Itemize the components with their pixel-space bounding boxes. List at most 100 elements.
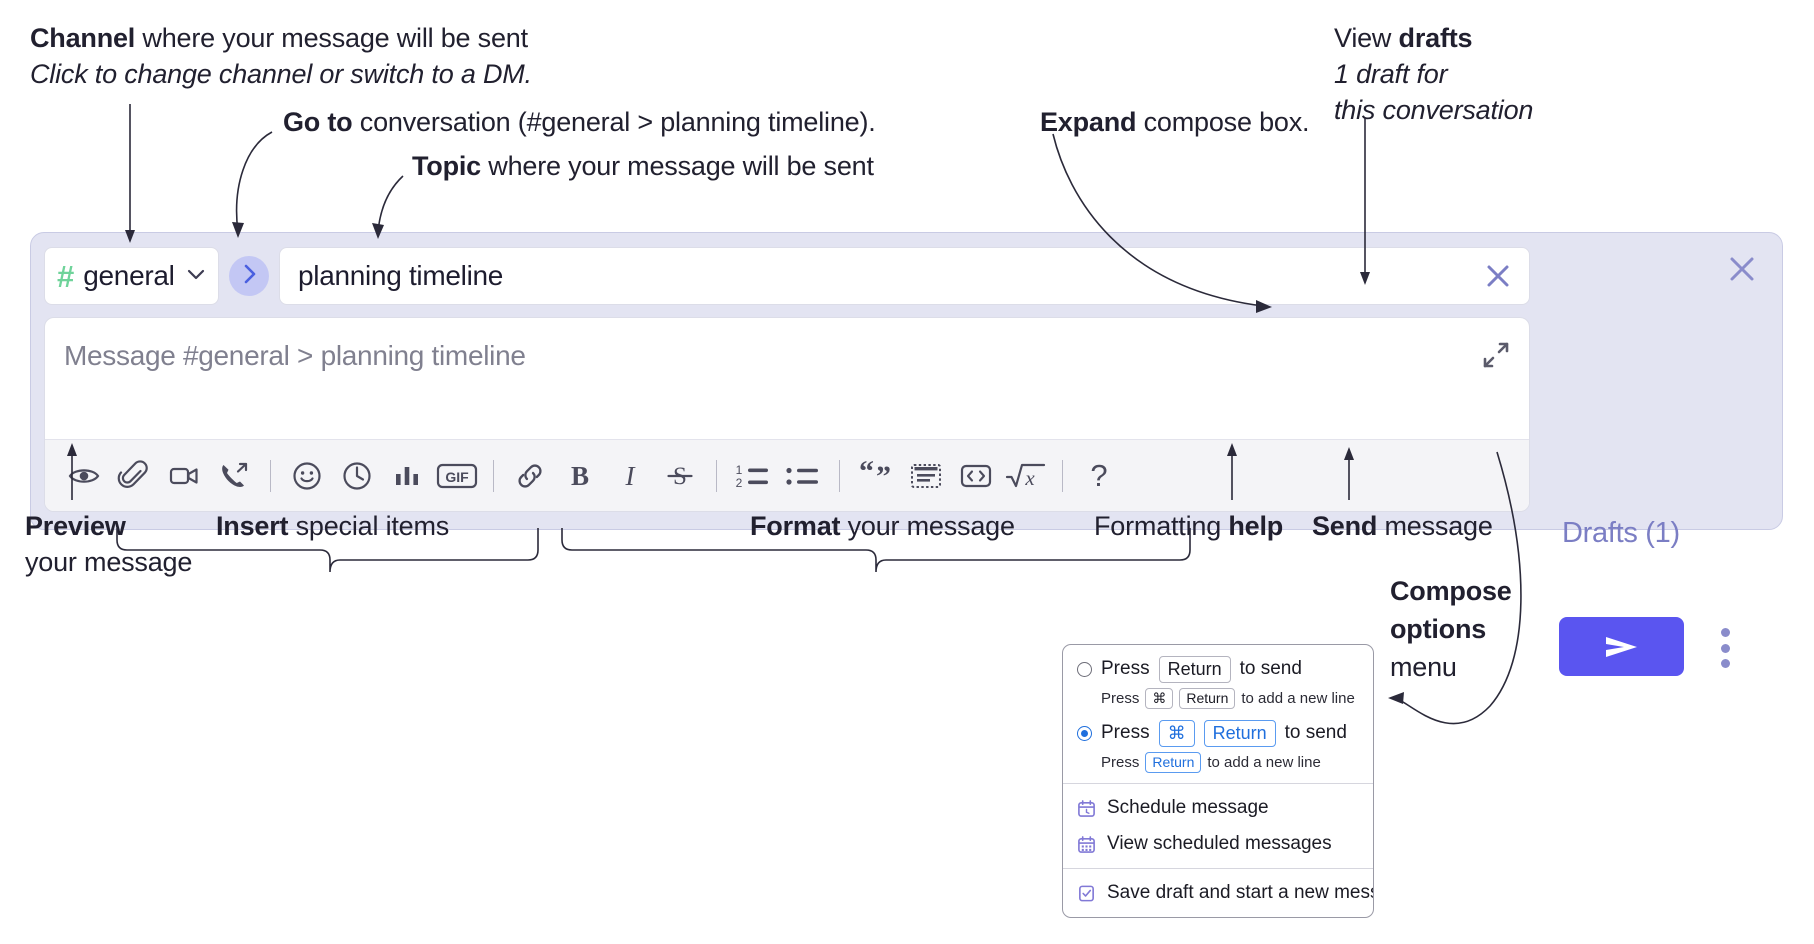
- menu-divider: [1063, 868, 1373, 869]
- send-paper-plane-icon: [1605, 636, 1637, 657]
- code-button[interactable]: [951, 451, 1001, 501]
- radio-option-1-hint: Press Return to add a new line: [1063, 749, 1373, 777]
- annotation-channel-rest: where your message will be sent: [135, 23, 528, 53]
- close-compose-button[interactable]: [1724, 251, 1760, 287]
- link-icon: [518, 463, 542, 488]
- menu-item-view-scheduled-messages[interactable]: View scheduled messages: [1063, 826, 1373, 862]
- annotation-goto-rest: conversation (#general > planning timeli…: [352, 107, 876, 137]
- code-block-button[interactable]: [901, 451, 951, 501]
- code-brackets-icon: [960, 464, 992, 487]
- annotation-preview-line2: your message: [25, 547, 193, 577]
- poll-button[interactable]: [382, 451, 432, 501]
- formatting-help-button[interactable]: ?: [1074, 451, 1124, 501]
- question-mark-icon: ?: [1090, 458, 1108, 493]
- schedule-section: Schedule message View scheduled messages: [1063, 784, 1373, 868]
- blockquote-button[interactable]: “ ”: [851, 451, 901, 501]
- leader-goto: [235, 131, 273, 233]
- press-label: Press: [1101, 753, 1140, 771]
- annotation-topic-bold: Topic: [412, 151, 481, 181]
- drafts-link[interactable]: Drafts (1): [1562, 517, 1680, 549]
- annotation-drafts-bold: drafts: [1398, 23, 1473, 53]
- ordered-list-button[interactable]: 1 2: [728, 451, 778, 501]
- radio-option-return-to-send[interactable]: Press Return to send: [1063, 654, 1373, 685]
- key-badge-return: Return: [1203, 720, 1276, 747]
- record-video-clip-button[interactable]: [159, 451, 209, 501]
- radio-button[interactable]: [1077, 725, 1092, 741]
- send-button[interactable]: [1559, 617, 1684, 676]
- italic-icon: I: [625, 461, 637, 491]
- compose-panel: Drafts (1) # general pla: [30, 232, 1783, 676]
- gif-icon: GIF: [436, 463, 478, 488]
- bold-button[interactable]: B: [555, 451, 605, 501]
- annotation-channel: Channel where your message will be sent …: [30, 20, 532, 92]
- kebab-dot: [1720, 659, 1730, 668]
- radio-option-cmd-return-to-send[interactable]: Press ⌘ Return to send: [1063, 718, 1373, 749]
- key-badge-command: ⌘: [1145, 687, 1174, 709]
- annotation-help: Formatting help: [1094, 508, 1283, 544]
- menu-item-label: Save draft and start a new message: [1107, 882, 1373, 903]
- annotation-channel-bold: Channel: [30, 23, 136, 53]
- svg-text:“: “: [859, 459, 874, 488]
- annotation-drafts-italic1: 1 draft for: [1334, 59, 1448, 89]
- channel-name: general: [83, 260, 175, 291]
- schedule-button[interactable]: [332, 451, 382, 501]
- annotation-insert: Insert special items: [216, 508, 449, 544]
- phone-arrow-icon: [222, 462, 248, 487]
- annotation-insert-bold: Insert: [216, 511, 289, 541]
- bulleted-list-icon: [786, 467, 818, 485]
- action-label: to send: [1239, 658, 1302, 680]
- strikethrough-button[interactable]: S: [655, 451, 705, 501]
- video-camera-icon: [169, 467, 198, 484]
- compose-options-button[interactable]: [1707, 628, 1743, 668]
- channel-selector[interactable]: # general: [44, 247, 219, 305]
- calendar-grid-icon: [1078, 835, 1095, 853]
- italic-button[interactable]: I: [605, 451, 655, 501]
- record-audio-clip-button[interactable]: [209, 451, 259, 501]
- annotation-drafts-italic2: this conversation: [1334, 95, 1534, 125]
- eye-icon: [68, 468, 100, 483]
- goto-conversation-button[interactable]: [229, 256, 269, 296]
- smiley-icon: [293, 461, 321, 490]
- preview-button[interactable]: [59, 451, 109, 501]
- message-input-area[interactable]: Message #general > planning timeline: [44, 317, 1530, 512]
- annotation-topic-rest: where your message will be sent: [481, 151, 874, 181]
- topic-input[interactable]: planning timeline: [279, 247, 1530, 305]
- annotation-compose-options: Compose options menu: [1390, 572, 1512, 686]
- gif-button[interactable]: GIF: [432, 451, 482, 501]
- bulleted-list-button[interactable]: [778, 451, 828, 501]
- annotation-topic: Topic where your message will be sent: [412, 148, 874, 184]
- hash-icon: #: [57, 258, 75, 294]
- annotation-expand-bold: Expand: [1040, 107, 1137, 137]
- link-button[interactable]: [505, 451, 555, 501]
- radio-button[interactable]: [1077, 661, 1092, 677]
- compose-header-row: # general planning timeline: [44, 246, 1530, 306]
- emoji-button[interactable]: [282, 451, 332, 501]
- annotation-insert-rest: special items: [288, 511, 450, 541]
- svg-text:GIF: GIF: [445, 469, 469, 485]
- svg-text:1: 1: [736, 463, 743, 477]
- annotation-drafts-plain: View: [1334, 23, 1399, 53]
- kebab-dot: [1720, 643, 1730, 653]
- action-label: to add a new line: [1207, 753, 1321, 771]
- quote-icon: “ ”: [859, 459, 891, 493]
- menu-item-schedule-message[interactable]: Schedule message: [1063, 790, 1373, 826]
- annotation-preview-bold: Preview: [25, 511, 126, 541]
- action-label: to add a new line: [1241, 689, 1355, 707]
- toolbar-separator: [270, 459, 271, 492]
- chevron-right-icon: [239, 263, 261, 290]
- menu-item-save-draft[interactable]: Save draft and start a new message: [1063, 875, 1373, 911]
- math-button[interactable]: x: [1001, 451, 1051, 501]
- kebab-dot: [1720, 628, 1730, 637]
- document-check-icon: [1079, 885, 1094, 901]
- bold-icon: B: [571, 461, 589, 491]
- attach-file-button[interactable]: [109, 451, 159, 501]
- paperclip-icon: [117, 459, 148, 488]
- annotation-compose-bold1: Compose: [1390, 576, 1512, 606]
- clear-topic-button[interactable]: [1481, 259, 1515, 293]
- svg-text:I: I: [625, 461, 637, 491]
- compose-options-menu: Press Return to send Press ⌘ Return to a…: [1062, 644, 1374, 918]
- expand-compose-button[interactable]: [1479, 338, 1513, 372]
- key-badge-command: ⌘: [1158, 720, 1195, 747]
- annotation-expand: Expand compose box.: [1040, 104, 1310, 140]
- menu-item-label: Schedule message: [1107, 797, 1269, 818]
